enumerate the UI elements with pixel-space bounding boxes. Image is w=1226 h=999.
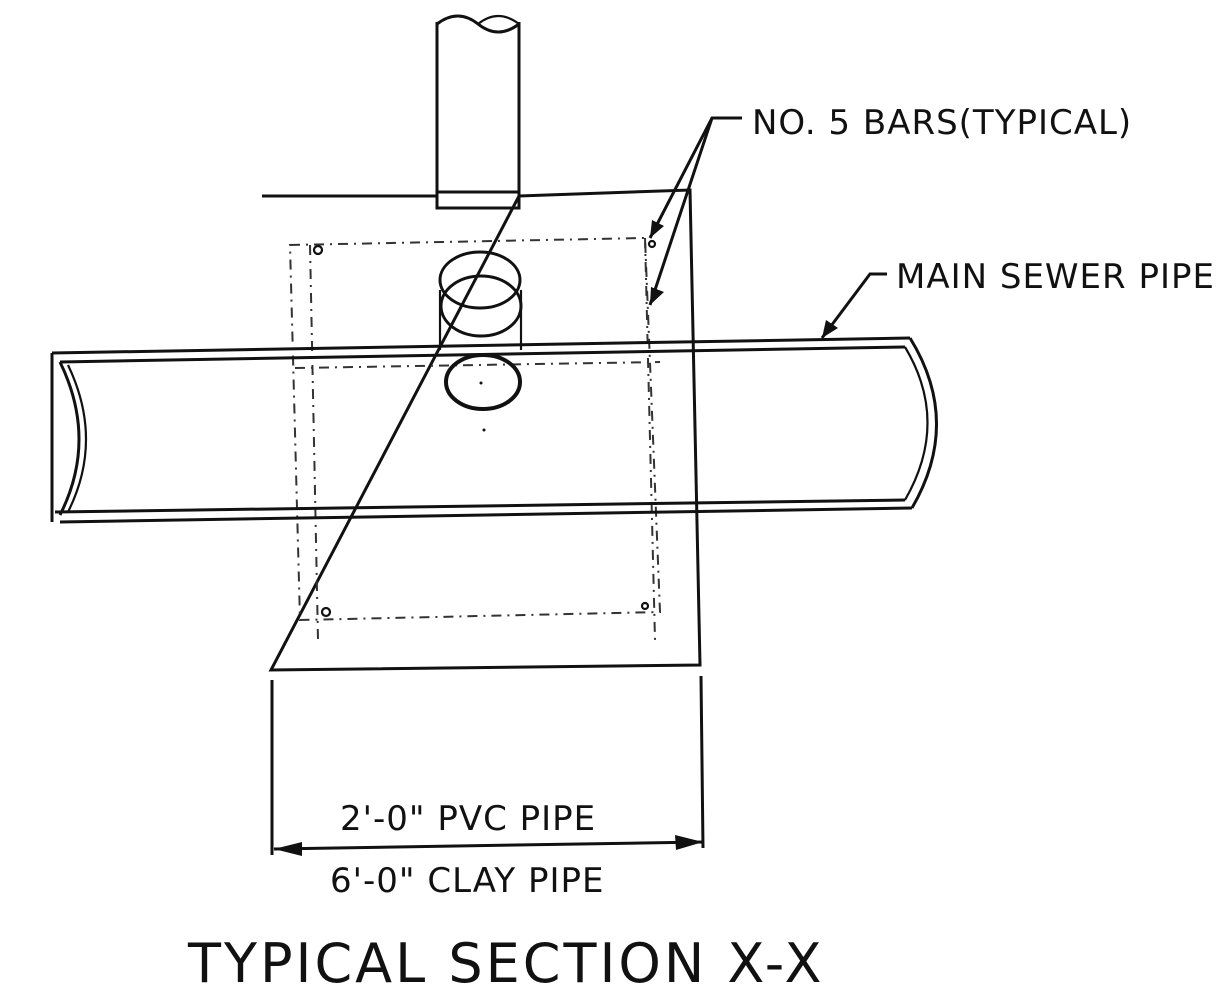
pipe-opening (444, 353, 522, 411)
clay-dimension-label: 6'-0" CLAY PIPE (330, 861, 605, 901)
concrete-block (262, 188, 702, 672)
riser-pipe (435, 14, 521, 210)
rebar-dot (647, 239, 657, 249)
bars-label: NO. 5 BARS(TYPICAL) (752, 103, 1132, 143)
reinforcement-cage-outline (288, 236, 662, 622)
rebar-dot (320, 606, 332, 618)
rebar-dot (312, 244, 324, 256)
section-title: TYPICAL SECTION X-X (187, 932, 825, 995)
lateral-connection (438, 250, 523, 432)
rebar-dot (640, 601, 650, 611)
main-sewer-leader (820, 272, 887, 339)
main-sewer-pipe (50, 336, 938, 524)
dimension (270, 675, 705, 856)
main-sewer-pipe-label: MAIN SEWER PIPE (896, 257, 1215, 297)
bars-leader (648, 116, 742, 306)
pvc-dimension-label: 2'-0" PVC PIPE (340, 799, 596, 839)
